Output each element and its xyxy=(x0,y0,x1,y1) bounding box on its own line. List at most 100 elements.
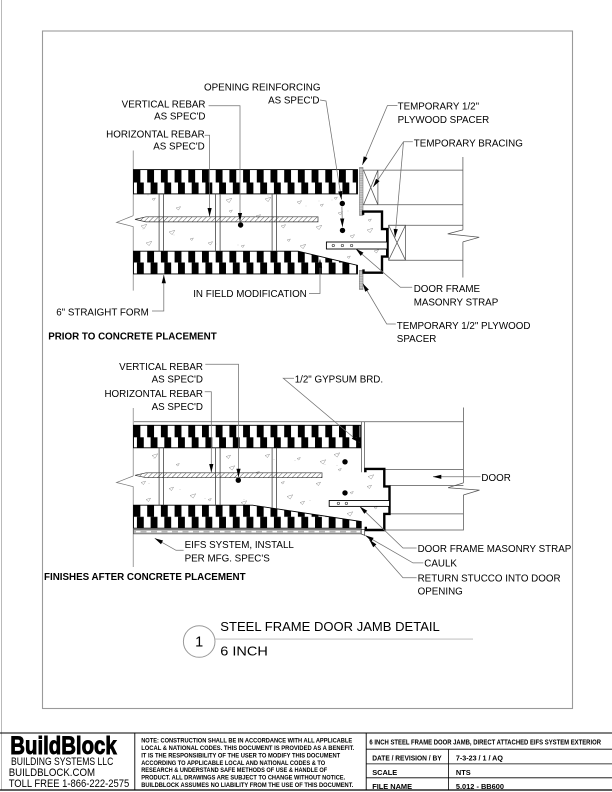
eifs-strip xyxy=(133,529,362,535)
aggregate-mark xyxy=(367,218,372,222)
detail-2-finishes-after-concrete: VERTICAL REBAR AS SPEC'D HORIZONTAL REBA… xyxy=(44,362,572,597)
aggregate-mark xyxy=(175,463,180,467)
aggregate-mark xyxy=(346,255,351,259)
caption-detail-1: PRIOR TO CONCRETE PLACEMENT xyxy=(48,332,217,343)
opening-rebar-dot-1b xyxy=(339,227,346,234)
info-table: 6 INCH STEEL FRAME DOOR JAMB, DIRECT ATT… xyxy=(366,739,612,791)
label-door-frame-strap-1-2: MASONRY STRAP xyxy=(414,298,499,309)
label-vertical-rebar-1-2: AS SPEC'D xyxy=(154,112,205,123)
label-return-stucco-2: OPENING xyxy=(418,586,463,597)
aggregate-speck xyxy=(337,454,339,455)
horizontal-rebar-strip-2 xyxy=(134,472,323,479)
aggregate-speck xyxy=(273,459,275,460)
label-temp-bracing: TEMPORARY BRACING xyxy=(414,139,523,150)
label-temp-plywood-bottom: TEMPORARY 1/2" PLYWOOD xyxy=(397,321,531,332)
aggregate-speck xyxy=(142,228,144,230)
aggregate-speck xyxy=(267,195,269,197)
aggregate-speck xyxy=(153,458,155,459)
aggregate-speck xyxy=(148,483,150,484)
aggregate-mark xyxy=(346,511,354,517)
vertical-rebar-lines-1 xyxy=(158,193,278,252)
company-line2: BUILDBLOCK.COM xyxy=(9,767,95,779)
stucco-return-channel xyxy=(361,421,365,473)
leaders-2 xyxy=(154,363,481,579)
label-caulk: CAULK xyxy=(424,559,457,570)
aggregate-mark xyxy=(151,453,159,459)
aggregate-mark xyxy=(207,241,214,246)
caption-detail-2: FINISHES AFTER CONCRETE PLACEMENT xyxy=(44,572,246,583)
company-logo: BuildBlock xyxy=(10,733,117,760)
aggregate-mark xyxy=(286,238,291,242)
label-opening-reinforcing: OPENING REINFORCING xyxy=(204,83,320,94)
wall-break-left-1 xyxy=(115,150,134,291)
aggregate-mark xyxy=(315,481,322,486)
aggregate-speck xyxy=(173,234,175,236)
aggregate-speck xyxy=(324,464,326,465)
info-row-value: 7-3-23 / 1 / AQ xyxy=(456,754,503,763)
note-line: IT IS THE RESPONSIBILITY OF THE USER TO … xyxy=(141,752,340,759)
aggregate-speck xyxy=(336,465,338,466)
sheet-subtitle: 6 INCH xyxy=(220,644,267,659)
vertical-rebar-lines-2 xyxy=(158,447,278,509)
note-line: BUILDBLOCK ASSUMES NO LIABILITY FROM THE… xyxy=(141,782,353,789)
info-row-value: 5.012 - BB600 xyxy=(456,782,504,791)
temporary-bracing-1 xyxy=(363,157,480,278)
company-line3: TOLL FREE 1-866-222-2575 xyxy=(9,778,130,790)
note-line: PRODUCT. ALL DRAWINGS ARE SUBJECT TO CHA… xyxy=(141,775,345,782)
note-line: NOTE: CONSTRUCTION SHALL BE IN ACCORDANC… xyxy=(141,738,353,745)
aggregate-speck xyxy=(318,200,320,202)
aggregate-mark xyxy=(280,224,287,229)
concrete-stipple-1 xyxy=(140,194,380,259)
label-gypsum-board: 1/2" GYPSUM BRD. xyxy=(295,374,383,385)
label-horizontal-rebar-1-2: AS SPEC'D xyxy=(153,142,204,153)
aggregate-speck xyxy=(179,489,181,490)
label-temp-plywood-top: TEMPORARY 1/2" xyxy=(398,102,480,113)
opening-rebar-dot-2b xyxy=(342,490,348,496)
aggregate-mark xyxy=(225,197,233,203)
label-horizontal-rebar-2: HORIZONTAL REBAR xyxy=(104,389,203,400)
aggregate-mark xyxy=(366,227,374,233)
aggregate-mark xyxy=(140,480,147,485)
aggregate-mark xyxy=(189,237,194,241)
aggregate-mark xyxy=(286,494,294,500)
aggregate-mark xyxy=(299,500,306,505)
aggregate-mark xyxy=(228,209,233,213)
label-vertical-rebar-2-2: AS SPEC'D xyxy=(152,375,203,386)
detail-1-prior-to-concrete: OPENING REINFORCING AS SPEC'D VERTICAL R… xyxy=(48,83,530,345)
icf-foam-band-top-1 xyxy=(133,169,358,195)
aggregate-mark xyxy=(349,234,356,239)
masonry-strap-1 xyxy=(325,241,388,250)
label-door-frame-strap-2: DOOR FRAME MASONRY STRAP xyxy=(418,544,572,555)
aggregate-mark xyxy=(299,243,307,249)
aggregate-mark xyxy=(367,474,375,480)
note-block: NOTE: CONSTRUCTION SHALL BE IN ACCORDANC… xyxy=(141,738,354,789)
aggregate-speck xyxy=(347,210,349,212)
aggregate-speck xyxy=(147,194,149,196)
aggregate-mark xyxy=(337,468,342,472)
aggregate-speck xyxy=(237,244,239,246)
aggregate-mark xyxy=(240,500,248,506)
aggregate-mark xyxy=(225,454,232,459)
aggregate-speck xyxy=(331,199,333,201)
label-vertical-rebar-1: VERTICAL REBAR xyxy=(122,100,206,111)
wall-break-left-2 xyxy=(115,408,134,567)
aggregate-mark xyxy=(207,498,212,502)
aggregate-mark xyxy=(168,229,176,235)
aggregate-mark xyxy=(366,484,373,489)
label-horizontal-rebar-1: HORIZONTAL REBAR xyxy=(106,129,205,140)
label-in-field-modification: IN FIELD MODIFICATION xyxy=(193,289,307,300)
opening-rebar-dot-2a xyxy=(342,459,348,465)
icf-foam-band-bottom-1 xyxy=(133,250,358,275)
aggregate-mark xyxy=(296,457,301,461)
aggregate-mark xyxy=(189,493,197,499)
label-vertical-rebar-2: VERTICAL REBAR xyxy=(119,362,203,373)
label-straight-form: 6" STRAIGHT FORM xyxy=(56,307,149,318)
aggregate-mark xyxy=(264,196,272,202)
icf-foam-band-top-2 xyxy=(133,424,362,449)
aggregate-mark xyxy=(349,491,354,495)
detail-number-bubble xyxy=(182,625,216,658)
aggregate-mark xyxy=(333,196,338,200)
aggregate-mark xyxy=(175,206,182,211)
label-eifs-2: PER MFG. SPEC'S xyxy=(185,554,271,565)
